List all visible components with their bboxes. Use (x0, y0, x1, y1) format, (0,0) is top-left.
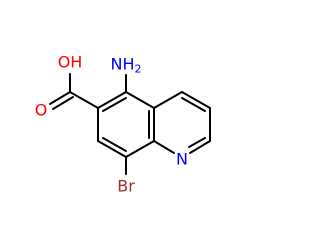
bond-c2-n1 (189, 140, 211, 154)
molecule-structure-diagram: OH O NH2 N Br (35, 53, 211, 196)
bond-c4-c3-inner (181, 97, 206, 112)
amino-label-subscript: 2 (135, 63, 142, 76)
bond-c5-c4a (125, 91, 155, 109)
carboxyl-group (49, 73, 99, 110)
pyridine-ring (153, 91, 211, 154)
amino-label: NH2 (111, 55, 142, 76)
bond-c4-c3 (181, 91, 211, 109)
bond-c6-c5-inner (102, 97, 127, 112)
carbonyl-oxygen-label: O (35, 101, 48, 120)
bond-n1-c8a (153, 140, 175, 154)
amino-label-main: NH (111, 55, 135, 74)
benzo-ring (97, 91, 155, 158)
hydroxyl-label: OH (58, 53, 83, 72)
ring-nitrogen-label: N (176, 150, 188, 169)
bond-c-o-double-a (49, 91, 71, 105)
bond-c-ring (69, 91, 99, 109)
bond-c4a-c4 (153, 91, 183, 109)
bond-c8-c7 (97, 140, 127, 158)
bond-c6-c5 (97, 91, 127, 109)
bond-c8-c7-inner (102, 137, 127, 152)
bond-c-o-double-b (52, 96, 74, 110)
bromine-label: Br (117, 177, 135, 196)
bond-c8a-c8 (125, 140, 155, 158)
bond-c2-n1-inner (188, 137, 206, 148)
